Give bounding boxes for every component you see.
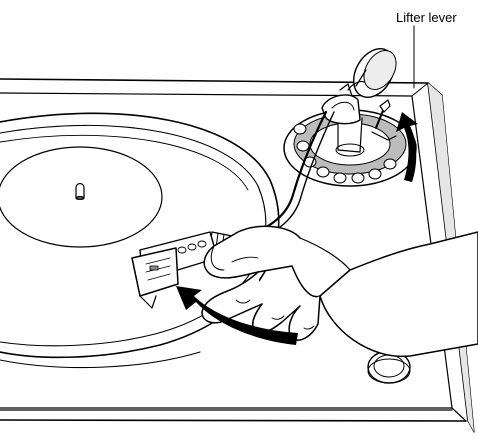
lifter-lever-label: Lifter lever — [396, 10, 457, 25]
headshell-cartridge — [132, 232, 214, 308]
hand — [202, 226, 478, 356]
